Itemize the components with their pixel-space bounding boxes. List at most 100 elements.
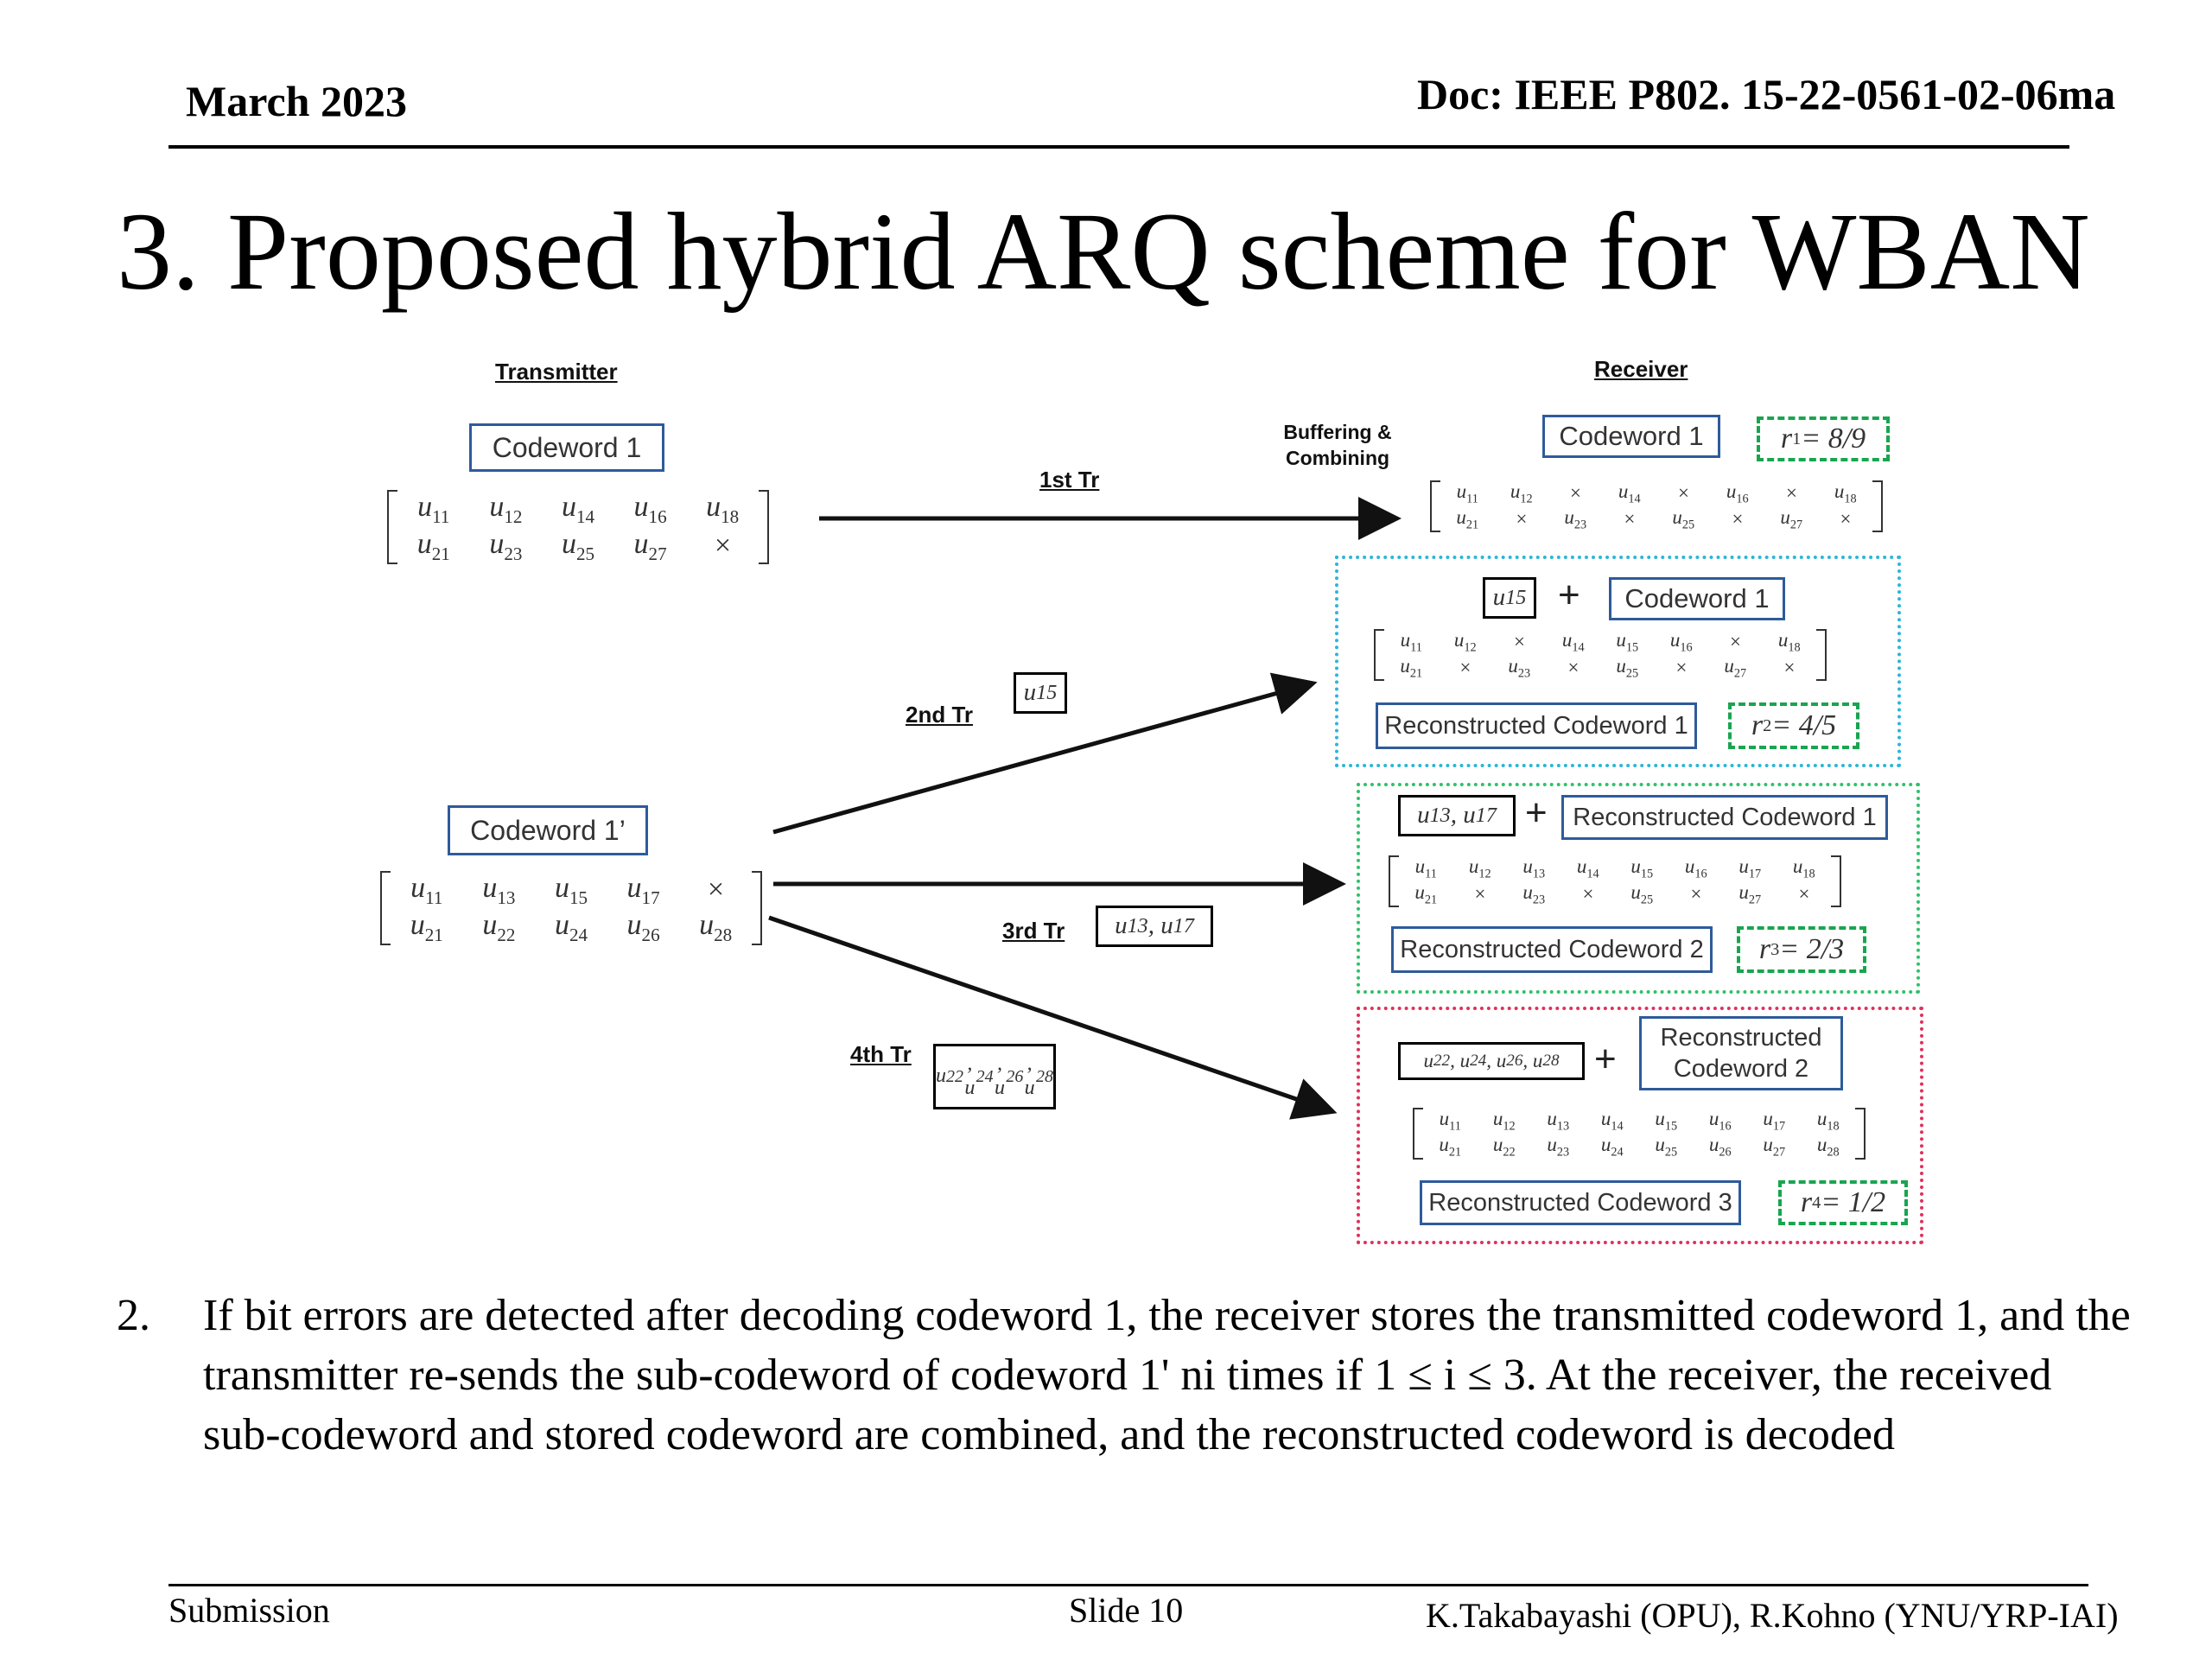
header-date: March 2023 [186, 77, 407, 125]
matrix-cell: u24 [1600, 1133, 1624, 1160]
matrix-cell: u18 [1777, 629, 1801, 655]
matrix-cell: × [1622, 507, 1637, 530]
footer-submission: Submission [168, 1591, 330, 1630]
matrix-cell: u11 [1456, 480, 1478, 506]
matrix-cell: u12 [489, 491, 523, 527]
matrix-cell: × [1796, 882, 1811, 905]
matrix-cell: u24 [554, 909, 588, 945]
matrix-cell: × [1688, 882, 1703, 905]
matrix-cell: u15 [554, 872, 588, 908]
matrix-cell: u26 [1708, 1133, 1732, 1160]
matrix-cell: u18 [1816, 1108, 1840, 1134]
matrix-cell: u16 [1726, 480, 1749, 506]
rx-stage-3-plus: + [1525, 791, 1548, 834]
matrix-cell: u23 [1547, 1133, 1570, 1160]
matrix-cell: u14 [561, 491, 595, 527]
matrix-cell: × [1458, 656, 1472, 678]
matrix-cell: u16 [1669, 629, 1693, 655]
matrix-cell: u21 [410, 909, 443, 945]
matrix-cell: u23 [1564, 505, 1587, 532]
matrix-cell: u16 [1684, 855, 1707, 881]
matrix-cell: u27 [1724, 654, 1747, 681]
arrow-4th-tr [768, 915, 1338, 1120]
matrix-cell: u26 [626, 909, 660, 945]
matrix-cell: u13 [1547, 1108, 1570, 1134]
matrix-cell: u14 [1600, 1108, 1624, 1134]
matrix-cell: u23 [1508, 654, 1531, 681]
matrix-cell: u22 [482, 909, 516, 945]
matrix-cell: × [1568, 481, 1583, 504]
matrix-cell: u18 [706, 491, 740, 527]
rx-stage-3-group [1357, 783, 1920, 994]
matrix-cell: u18 [1834, 480, 1857, 506]
rx-stage-3-result: Reconstructed Codeword 2 [1391, 926, 1713, 973]
matrix-cell: u12 [1468, 855, 1491, 881]
matrix-cell: u11 [1414, 855, 1437, 881]
matrix-cell: × [1784, 481, 1799, 504]
tx-codeword-1-box: Codeword 1 [469, 423, 664, 472]
matrix-cell: u21 [1456, 505, 1479, 532]
tr-label-3rd: 3rd Tr [1002, 918, 1065, 944]
matrix-cell: × [705, 873, 726, 906]
matrix-cell: u16 [633, 491, 667, 527]
rx-stage-2-plus: + [1558, 574, 1580, 616]
matrix-cell: u27 [1763, 1133, 1786, 1160]
receiver-label: Receiver [1594, 356, 1688, 382]
matrix-cell: × [1730, 507, 1745, 530]
matrix-cell: u28 [699, 909, 733, 945]
matrix-cell: u27 [1738, 880, 1762, 907]
matrix-cell: u14 [1618, 480, 1641, 506]
matrix-cell: u11 [1400, 629, 1422, 655]
matrix-cell: × [1728, 630, 1743, 652]
matrix-cell: u13 [1522, 855, 1546, 881]
matrix-cell: u15 [1655, 1108, 1678, 1134]
body-text: If bit errors are detected after decodin… [203, 1291, 2131, 1459]
matrix-cell: × [1838, 507, 1853, 530]
matrix-cell: × [1514, 507, 1529, 530]
list-number: 2. [117, 1291, 150, 1340]
header-doc-id: Doc: IEEE P802. 15-22-0561-02-06ma [1417, 70, 2116, 118]
matrix-cell: u21 [1414, 880, 1438, 907]
matrix-cell: u17 [1763, 1108, 1786, 1134]
matrix-cell: u21 [1439, 1133, 1462, 1160]
matrix-cell: u11 [417, 491, 450, 527]
matrix-cell: × [1472, 882, 1487, 905]
rx-stage-4-plus: + [1594, 1038, 1617, 1080]
rx-stage-3-base: Reconstructed Codeword 1 [1561, 795, 1888, 840]
rx-stage-4-group [1357, 1007, 1923, 1244]
rx-stage-2-result: Reconstructed Codeword 1 [1376, 702, 1697, 749]
footer-rule [168, 1584, 2088, 1586]
transmitter-label: Transmitter [495, 359, 618, 385]
tr-label-2nd: 2nd Tr [906, 702, 974, 728]
matrix-cell: u21 [416, 528, 450, 564]
matrix-cell: u22 [1492, 1133, 1516, 1160]
matrix-cell: u25 [1672, 505, 1695, 532]
matrix-cell: u12 [1453, 629, 1477, 655]
matrix-cell: u25 [1630, 880, 1654, 907]
tr-label-1st: 1st Tr [1039, 467, 1100, 493]
footer-authors: K.Takabayashi (OPU), R.Kohno (YNU/YRP-IA… [1426, 1596, 2119, 1635]
matrix-cell: × [1580, 882, 1595, 905]
matrix-cell: u11 [410, 872, 443, 908]
rx-stage-4-base: Reconstructed Codeword 2 [1639, 1016, 1843, 1090]
matrix-cell: u18 [1792, 855, 1815, 881]
matrix-cell: u25 [561, 528, 595, 564]
matrix-cell: × [1674, 656, 1688, 678]
matrix-cell: u27 [633, 528, 667, 564]
slide-title: 3. Proposed hybrid ARQ scheme for WBAN [117, 190, 2090, 313]
matrix-cell: u14 [1561, 629, 1585, 655]
header-rule [168, 145, 2069, 149]
matrix-cell: × [1512, 630, 1527, 652]
matrix-cell: u25 [1655, 1133, 1678, 1160]
